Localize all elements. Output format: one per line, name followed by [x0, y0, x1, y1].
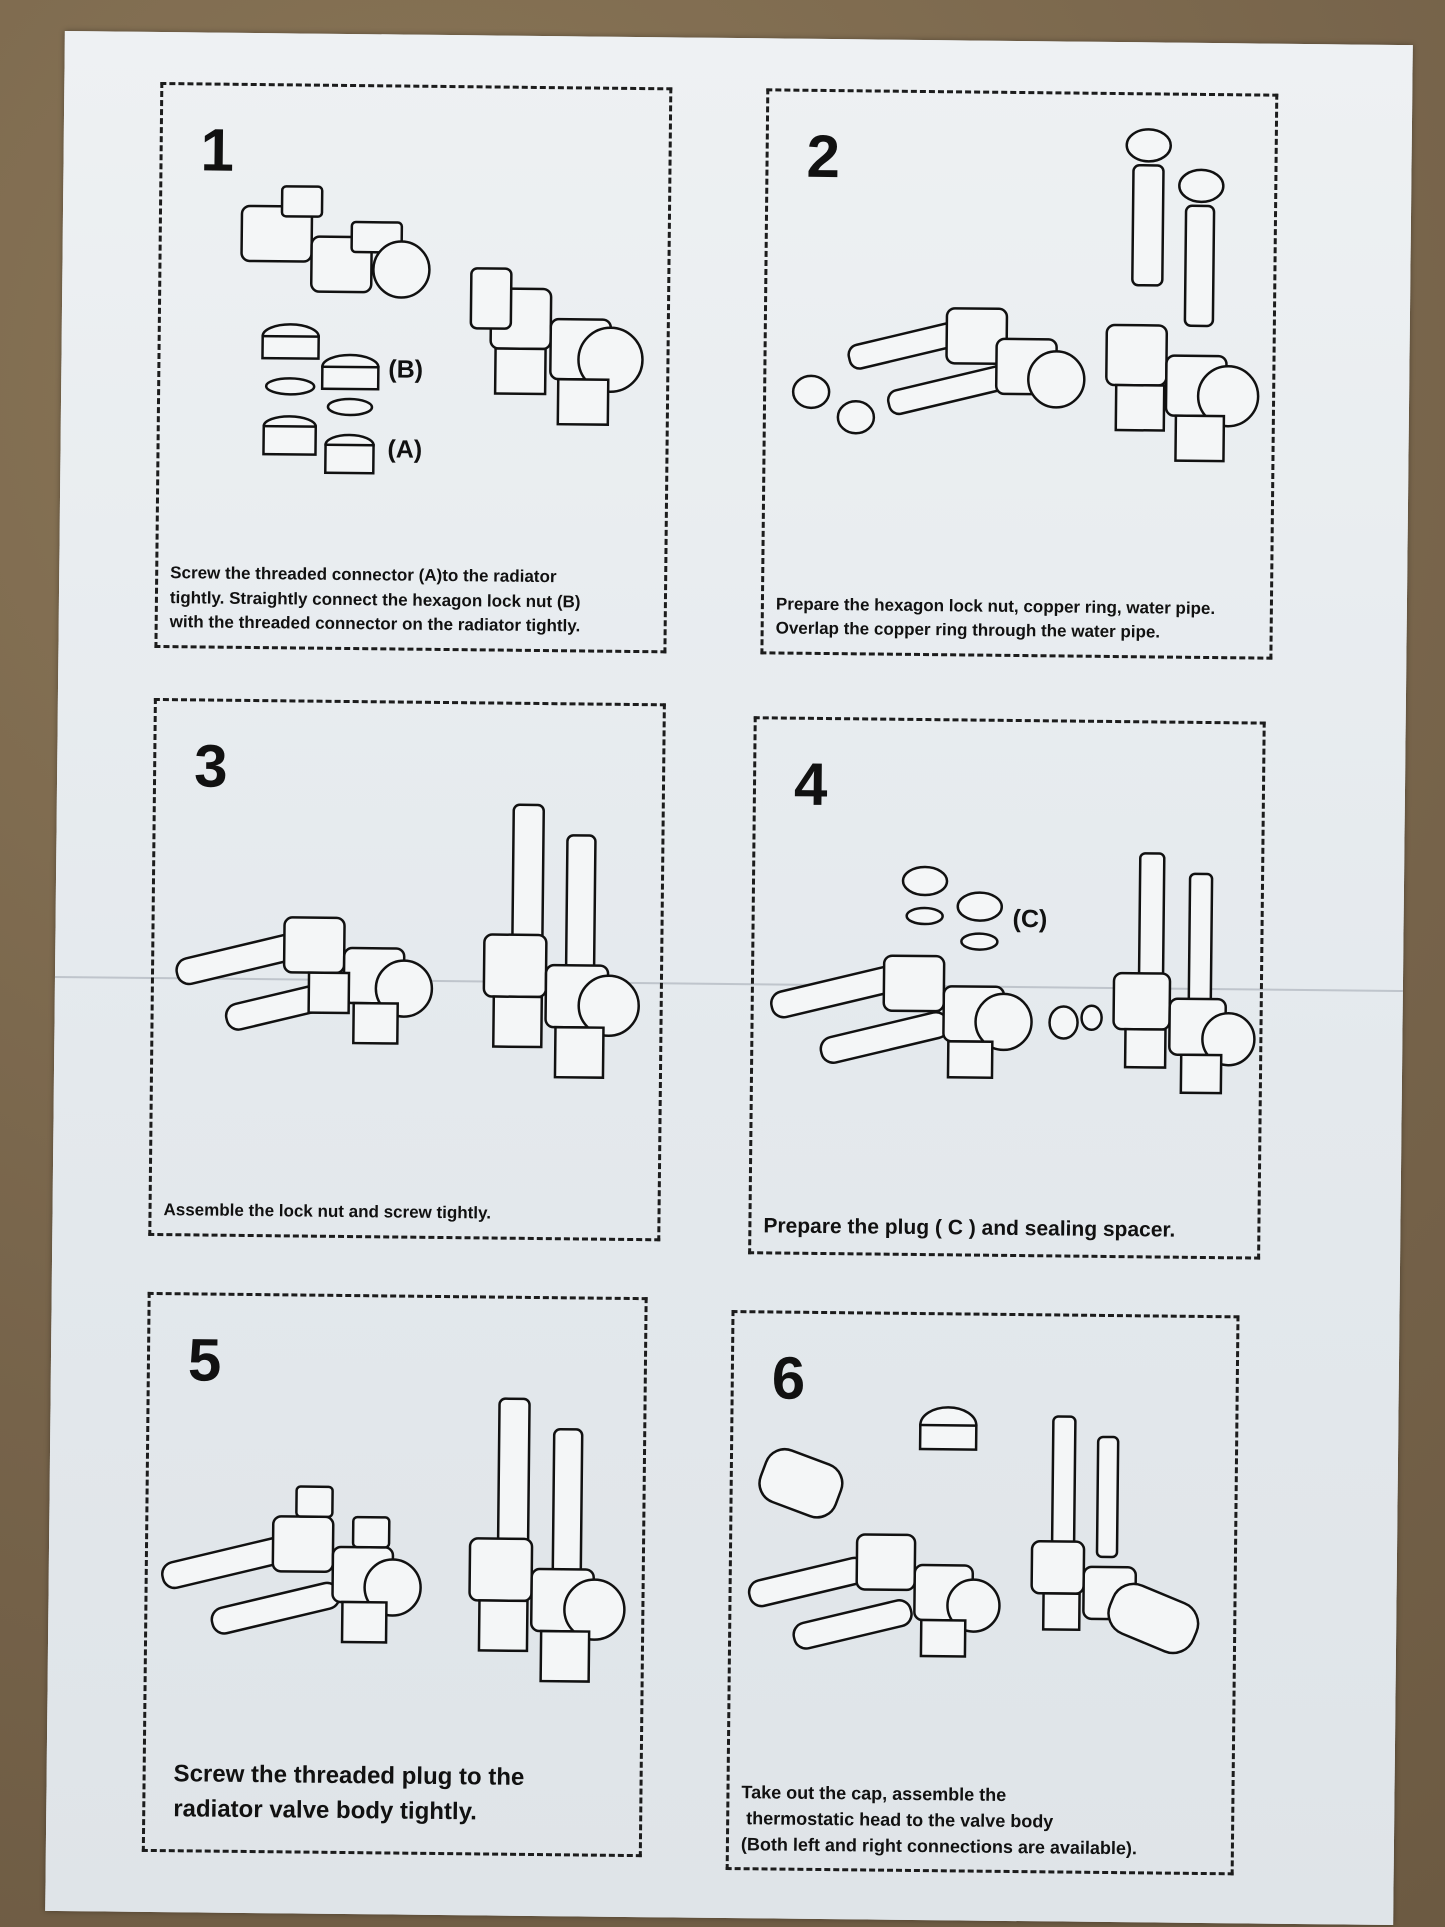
step-4-caption: Prepare the plug ( C ) and sealing space…: [763, 1211, 1247, 1247]
step-1-illustration: (B) (A): [159, 85, 669, 510]
step-3-illustration: [152, 701, 662, 1126]
step-6-caption: Take out the cap, assemble the thermosta…: [741, 1779, 1222, 1862]
step-2-panel: 2: [760, 88, 1279, 660]
step-5-caption-line: radiator valve body tightly.: [173, 1795, 478, 1826]
pipe-and-nut-illustration: [791, 128, 1260, 463]
step-2-caption: Prepare the hexagon lock nut, copper rin…: [776, 592, 1260, 646]
step-6-caption-line: (Both left and right connections are ava…: [740, 1834, 1138, 1859]
step-1-panel: 1: [154, 81, 673, 654]
step-1-caption: Screw the threaded connector (A)to the r…: [170, 561, 655, 640]
threaded-plug-illustration: [161, 1397, 626, 1683]
step-2-illustration: [765, 91, 1275, 516]
assembled-lock-nut-illustration: [175, 803, 640, 1079]
step-6-illustration: [730, 1313, 1236, 1738]
step-3-caption: Assemble the lock nut and screw tightly.: [163, 1198, 647, 1228]
step-3-panel: 3: [148, 697, 666, 1242]
step-1-caption-line: with the threaded connector on the radia…: [169, 612, 581, 636]
step-5-illustration: [146, 1295, 644, 1720]
plug-c-label: (C): [1012, 905, 1047, 933]
step-2-caption-line: Overlap the copper ring through the wate…: [775, 618, 1161, 642]
plug-and-spacer-illustration: (C): [770, 852, 1256, 1095]
part-b-label: (B): [388, 355, 423, 383]
step-4-caption-line: Prepare the plug ( C ) and sealing space…: [763, 1213, 1176, 1242]
step-5-panel: 5: [141, 1291, 648, 1858]
step-3-caption-line: Assemble the lock nut and screw tightly.: [163, 1200, 492, 1223]
part-a-label: (A): [387, 435, 422, 463]
step-4-panel: 4: [748, 716, 1266, 1260]
valve-parts-illustration: (B) (A): [240, 185, 644, 475]
step-5-caption: Screw the threaded plug to the radiator …: [173, 1758, 630, 1832]
step-6-panel: 6: [725, 1310, 1240, 1876]
step-4-illustration: (C): [752, 719, 1262, 1144]
thermostatic-head-illustration: [747, 1406, 1200, 1658]
instruction-sheet: 1: [45, 30, 1413, 1926]
step-5-caption-line: Screw the threaded plug to the: [173, 1760, 525, 1792]
